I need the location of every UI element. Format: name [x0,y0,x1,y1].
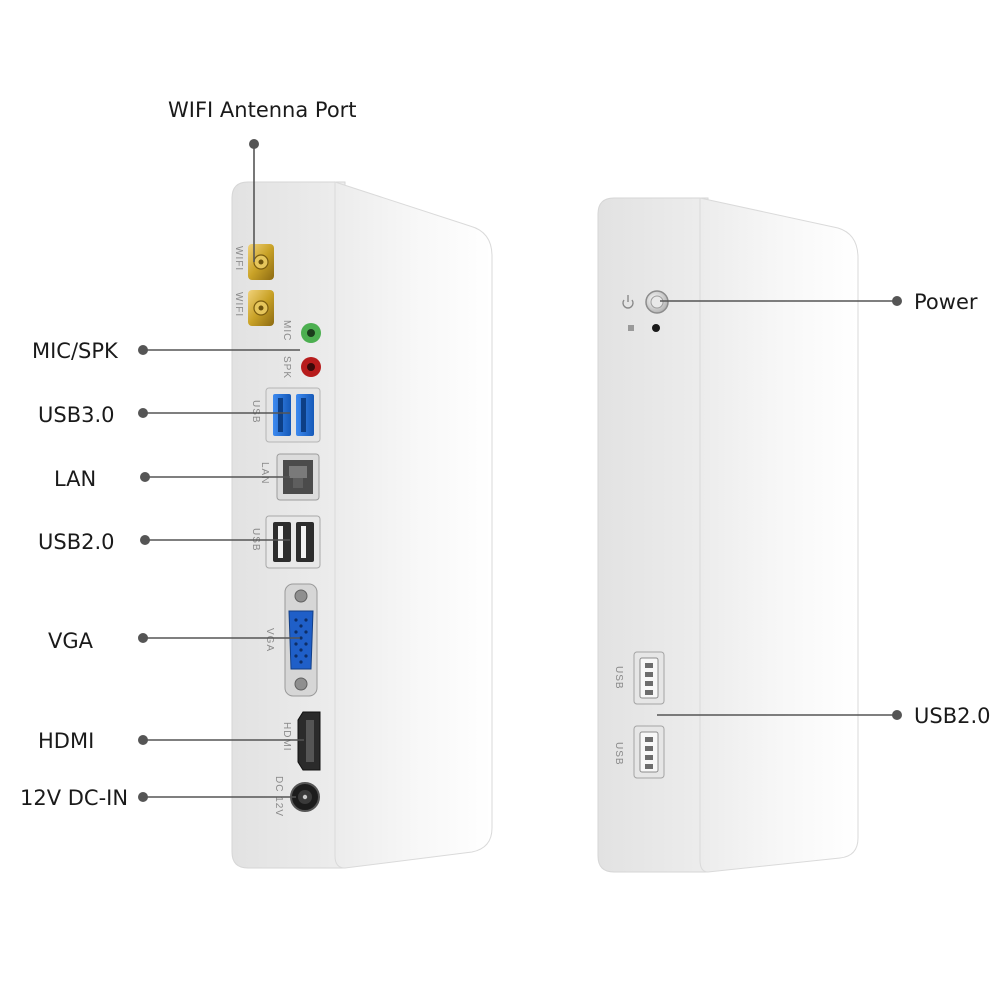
callout-wifi: WIFI Antenna Port [168,98,357,262]
front-unit-main-face [699,197,859,873]
callout-mic-spk: MIC/SPK [32,339,300,363]
wifi-marking-2: WIFI [233,292,244,317]
led-small-icon [628,325,634,331]
lan-port [276,453,320,501]
front-usb-port-2 [633,725,665,779]
label-dc-in: 12V DC-IN [20,786,128,810]
mic-marking: MIC [281,320,292,341]
hdmi-port [297,711,321,771]
label-usb20-left: USB2.0 [38,530,115,554]
callout-vga: VGA [48,629,300,653]
usb30-marking: USB [250,400,261,424]
label-usb20-right: USB2.0 [914,704,991,728]
front-usb-marking-2: USB [613,742,624,766]
label-power: Power [914,290,978,314]
callout-power: Power [660,290,978,314]
wifi-antenna-port-1 [248,244,274,280]
callout-dc-in: 12V DC-IN [20,786,296,810]
callout-usb30: USB3.0 [38,403,290,427]
spk-marking: SPK [281,356,292,379]
callout-usb20-left: USB2.0 [38,530,290,554]
label-hdmi: HDMI [38,729,94,753]
front-usb-marking-1: USB [613,666,624,690]
callout-usb20-right: USB2.0 [657,704,991,728]
mic-jack [301,323,321,343]
wifi-antenna-port-2 [248,290,274,326]
rear-unit-main-face [334,181,493,869]
vga-port [284,583,318,697]
label-lan: LAN [54,467,96,491]
vga-marking: VGA [264,628,275,652]
spk-jack [301,357,321,377]
label-mic-spk: MIC/SPK [32,339,119,363]
rear-unit: WIFI WIFI MIC SPK USB LAN [231,181,493,869]
front-unit: USB USB [597,197,859,873]
label-vga: VGA [48,629,94,653]
usb30-ports [265,387,321,443]
wifi-marking-1: WIFI [233,246,244,271]
led-indicator-icon [652,324,660,332]
lan-marking: LAN [259,462,270,484]
label-usb30: USB3.0 [38,403,115,427]
callout-hdmi: HDMI [38,729,304,753]
front-usb-port-1 [633,651,665,705]
hdmi-marking: HDMI [281,722,292,752]
power-button [645,290,669,314]
callout-lan: LAN [54,467,290,491]
power-icon [622,295,634,309]
usb20-ports [265,515,321,569]
label-wifi-antenna-port: WIFI Antenna Port [168,98,357,122]
